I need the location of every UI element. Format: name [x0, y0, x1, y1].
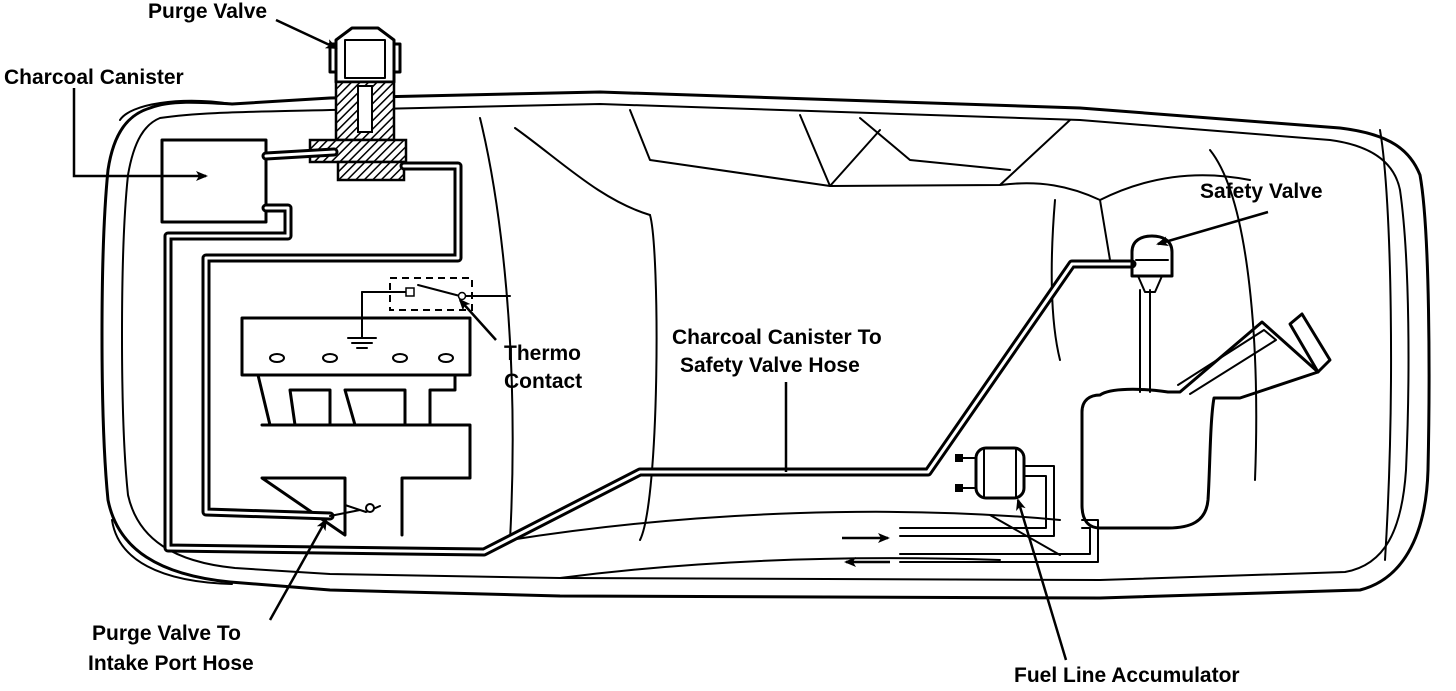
canister-to-safety-valve-hose — [163, 203, 1137, 557]
label-thermo-contact-line1: Thermo — [504, 342, 581, 365]
leader-lines — [72, 18, 1269, 661]
engine-block — [240, 291, 472, 537]
fuel-tank — [1080, 289, 1332, 530]
label-safety-valve: Safety Valve — [1200, 180, 1323, 203]
fuel-line-accumulator — [899, 446, 1099, 563]
label-canister-hose-line2: Safety Valve Hose — [680, 354, 860, 377]
fuel-flow-arrows — [842, 533, 890, 567]
thermo-contact — [389, 277, 511, 311]
label-purge-hose-line1: Purge Valve To — [92, 622, 241, 645]
charcoal-canister — [160, 138, 268, 224]
label-charcoal-canister: Charcoal Canister — [4, 66, 184, 89]
label-canister-hose-line1: Charcoal Canister To — [672, 326, 882, 349]
safety-valve — [1130, 234, 1174, 293]
purge-to-intake-hose — [201, 147, 463, 521]
label-purge-hose-line2: Intake Port Hose — [88, 652, 254, 675]
label-purge-valve: Purge Valve — [148, 0, 267, 23]
labels: Purge Valve Charcoal Canister Safety Val… — [4, 0, 1323, 687]
label-thermo-contact-line2: Contact — [504, 370, 582, 393]
purge-valve — [308, 26, 408, 182]
label-fuel-line-accumulator: Fuel Line Accumulator — [1014, 664, 1240, 686]
